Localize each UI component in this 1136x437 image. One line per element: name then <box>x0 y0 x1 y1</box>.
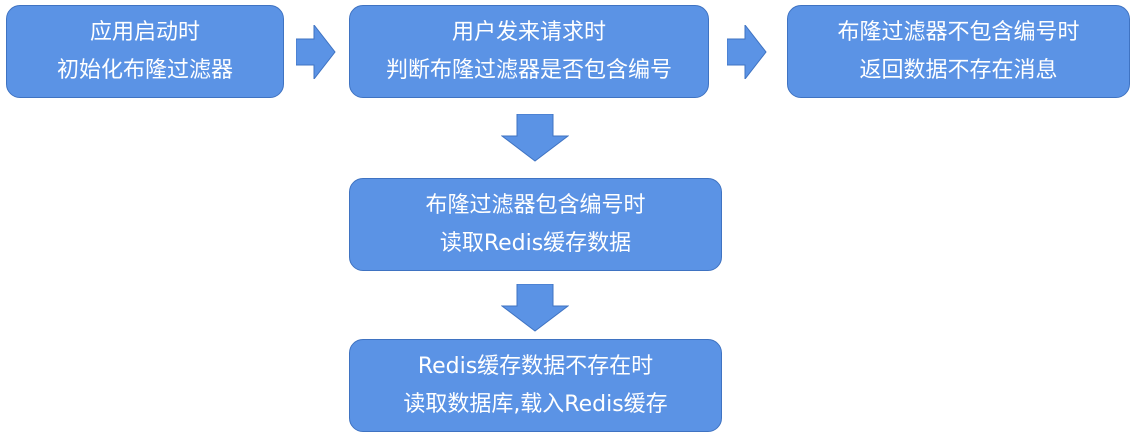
arrow-request-to-contains <box>501 114 569 162</box>
step-not-contains-line1: 布隆过滤器不包含编号时 <box>837 19 1080 45</box>
step-user-request-line1: 用户发来请求时 <box>451 19 606 45</box>
arrow-contains-to-redis-miss <box>501 284 569 332</box>
step-app-start: 应用启动时 初始化布隆过滤器 <box>6 5 284 98</box>
step-user-request: 用户发来请求时 判断布隆过滤器是否包含编号 <box>349 5 709 98</box>
step-redis-miss-line2: 读取数据库,载入Redis缓存 <box>403 391 668 417</box>
step-contains: 布隆过滤器包含编号时 读取Redis缓存数据 <box>349 178 722 271</box>
step-app-start-line1: 应用启动时 <box>89 19 200 45</box>
arrow-request-to-not-contains <box>727 25 767 79</box>
step-app-start-line2: 初始化布隆过滤器 <box>56 57 233 83</box>
step-not-contains: 布隆过滤器不包含编号时 返回数据不存在消息 <box>787 5 1130 98</box>
step-user-request-line2: 判断布隆过滤器是否包含编号 <box>385 57 672 83</box>
step-not-contains-line2: 返回数据不存在消息 <box>859 57 1058 83</box>
step-redis-miss: Redis缓存数据不存在时 读取数据库,载入Redis缓存 <box>349 339 722 432</box>
step-contains-line1: 布隆过滤器包含编号时 <box>425 192 646 218</box>
step-redis-miss-line1: Redis缓存数据不存在时 <box>417 353 654 379</box>
step-contains-line2: 读取Redis缓存数据 <box>439 230 632 256</box>
arrow-start-to-request <box>296 25 336 79</box>
